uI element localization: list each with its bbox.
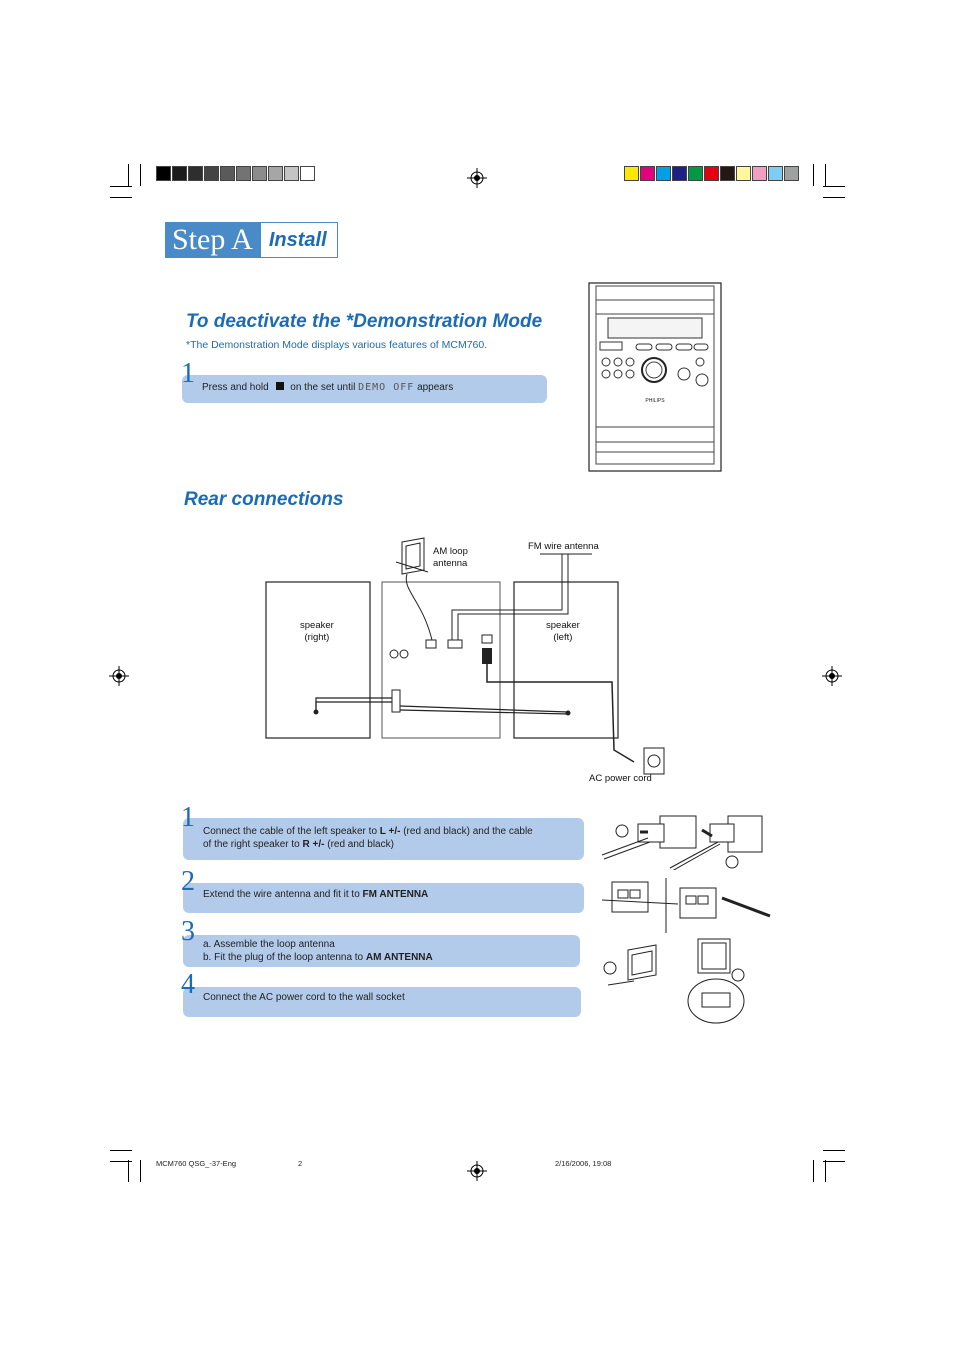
registration-mark-icon	[109, 666, 129, 686]
step-title: Install	[260, 223, 337, 257]
crop-mark	[140, 164, 141, 186]
gray-swatch	[156, 166, 171, 181]
color-swatch	[704, 166, 719, 181]
step-3-bar: a. Assemble the loop antenna b. Fit the …	[183, 935, 580, 967]
footer-file: MCM760 QSG_-37-Eng	[156, 1159, 237, 1168]
step-header: Step A Install	[165, 222, 338, 258]
step-4-number: 4	[181, 969, 195, 1000]
instruction-pre: Press and hold	[202, 382, 269, 393]
color-swatch	[736, 166, 751, 181]
demo-instruction-bar: Press and hold on the set until DEMO OFF…	[182, 375, 547, 403]
gray-swatch	[172, 166, 187, 181]
step-1-number: 1	[181, 802, 195, 833]
color-swatch	[640, 166, 655, 181]
gray-swatch	[236, 166, 251, 181]
instruction-mid: on the set until	[290, 382, 356, 393]
crop-mark	[128, 1160, 129, 1182]
rear-heading: Rear connections	[184, 489, 344, 510]
crop-mark	[110, 186, 132, 187]
demo-step-number: 1	[181, 358, 195, 389]
step-4-text: Connect the AC power cord to the wall so…	[203, 992, 405, 1003]
label-speaker-right: speaker (right)	[300, 620, 334, 643]
label-fm-antenna: FM wire antenna	[528, 541, 599, 552]
color-swatch	[672, 166, 687, 181]
color-swatch	[784, 166, 799, 181]
color-swatch	[752, 166, 767, 181]
am-antenna-icon	[395, 537, 429, 575]
crop-mark	[823, 186, 845, 187]
gray-swatch	[188, 166, 203, 181]
step-2-text: Extend the wire antenna and fit it to FM…	[203, 889, 429, 900]
step-tag: Step A	[166, 223, 261, 257]
step-4-bar: Connect the AC power cord to the wall so…	[183, 987, 581, 1017]
footer-page: 2	[298, 1159, 303, 1168]
crop-mark	[825, 1160, 826, 1182]
lcd-demo-off: DEMO OFF	[358, 382, 415, 393]
am-antenna-assembly-illustration	[603, 938, 745, 1024]
gray-swatch	[252, 166, 267, 181]
label-ac-cord: AC power cord	[589, 773, 652, 784]
demo-note: *The Demonstration Mode displays various…	[186, 339, 488, 351]
gray-swatch	[268, 166, 283, 181]
crop-mark	[825, 164, 826, 186]
speaker-wire-illustration	[601, 815, 763, 870]
instruction-post: appears	[417, 382, 454, 393]
step-2-number: 2	[181, 866, 195, 897]
crop-mark	[823, 1150, 845, 1151]
fm-antenna-illustration	[601, 878, 771, 933]
gray-swatch	[284, 166, 299, 181]
color-swatch	[768, 166, 783, 181]
device-front-illustration: PHILIPS	[588, 282, 722, 472]
label-speaker-left: speaker (left)	[546, 620, 580, 643]
crop-mark	[110, 1161, 132, 1162]
step-1-bar: Connect the cable of the left speaker to…	[183, 818, 584, 860]
rear-connection-diagram	[265, 537, 665, 775]
step-2-bar: Extend the wire antenna and fit it to FM…	[183, 883, 584, 913]
crop-mark	[813, 1160, 814, 1182]
wall-socket-icon	[643, 747, 665, 775]
crop-mark	[128, 164, 129, 186]
footer-date: 2/16/2006, 19:08	[555, 1159, 612, 1168]
label-am-antenna: AM loop antenna	[433, 546, 468, 569]
stop-icon	[275, 382, 284, 390]
crop-mark	[823, 1161, 845, 1162]
step-1-text: Connect the cable of the left speaker to…	[203, 826, 533, 850]
demo-instruction: Press and hold on the set until DEMO OFF…	[202, 382, 453, 393]
crop-mark	[110, 1150, 132, 1151]
demo-heading: To deactivate the *Demonstration Mode	[186, 311, 543, 332]
gray-swatch	[300, 166, 315, 181]
color-swatch	[624, 166, 639, 181]
registration-mark-icon	[467, 1161, 487, 1181]
registration-mark-icon	[822, 666, 842, 686]
color-swatch	[656, 166, 671, 181]
crop-mark	[823, 197, 845, 198]
gray-swatch	[220, 166, 235, 181]
registration-mark-icon	[467, 168, 487, 188]
device-brand: PHILIPS	[645, 398, 665, 404]
gray-swatch	[204, 166, 219, 181]
step-3-text: a. Assemble the loop antenna b. Fit the …	[203, 939, 433, 963]
crop-mark	[813, 164, 814, 186]
crop-mark	[110, 197, 132, 198]
color-swatch	[720, 166, 735, 181]
crop-mark	[140, 1160, 141, 1182]
color-swatch	[688, 166, 703, 181]
step-3-number: 3	[181, 916, 195, 947]
